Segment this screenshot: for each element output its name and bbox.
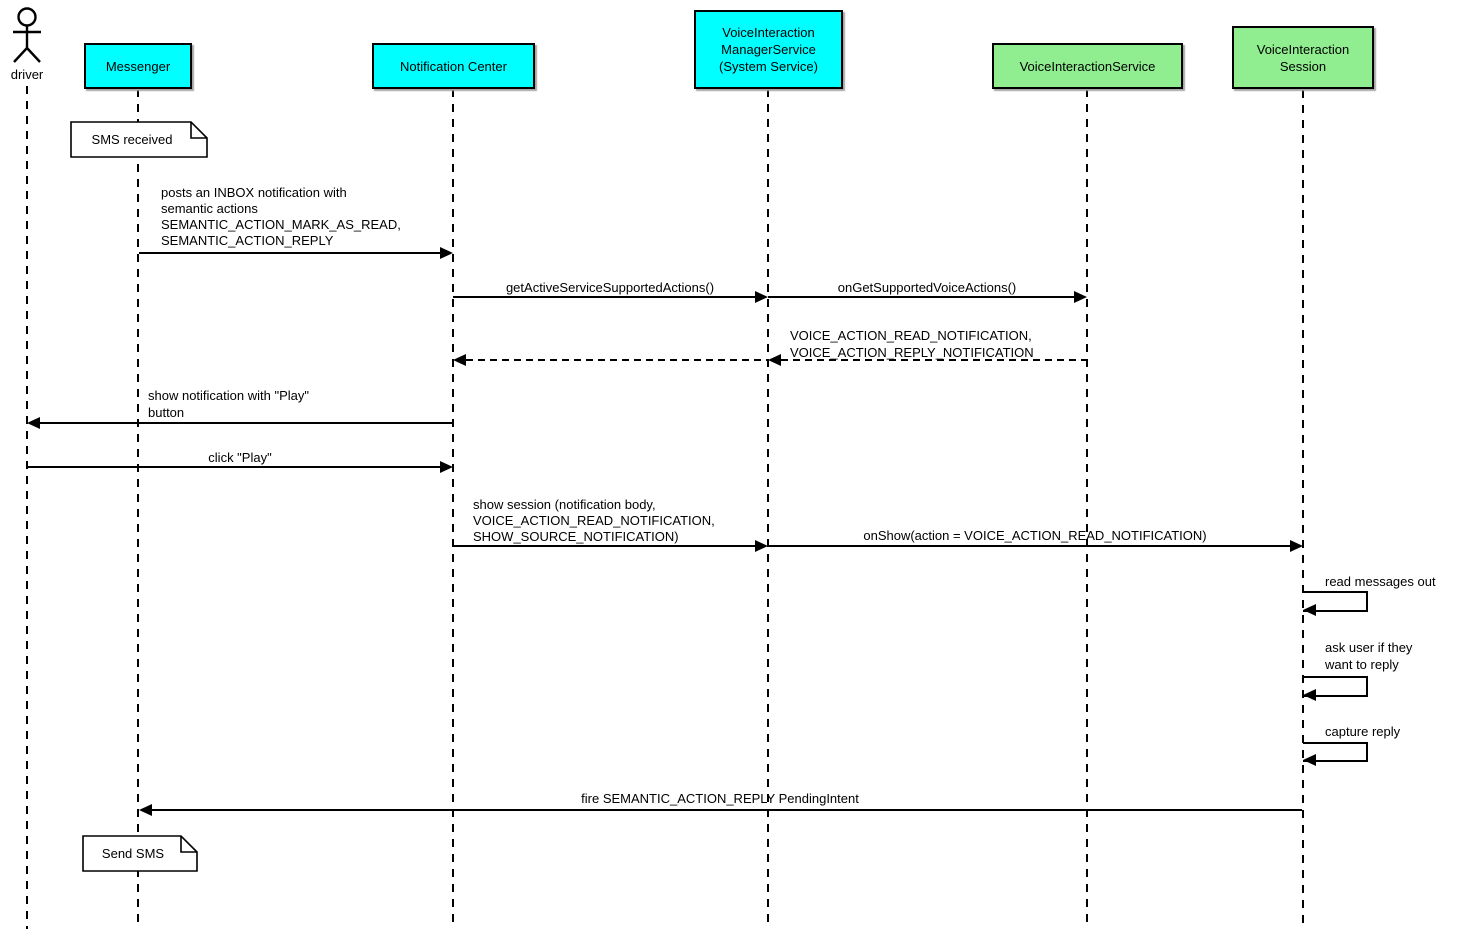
note-send-sms: Send SMS <box>82 835 198 872</box>
participant-notification-center: Notification Center <box>372 43 535 89</box>
msg-read-messages-arrowhead <box>1303 604 1316 616</box>
msg-on-get-actions-arrowhead <box>1074 291 1087 303</box>
msg-return-2-line <box>781 359 1087 361</box>
lifeline-vi-session <box>1302 90 1304 929</box>
msg-ask-user-label: ask user if they want to reply <box>1325 640 1413 672</box>
lifeline-notification-center <box>452 89 454 929</box>
msg-return-1-line <box>466 359 767 361</box>
msg-ask-user-arrowhead <box>1303 689 1316 701</box>
participant-notification-center-label: Notification Center <box>400 58 507 74</box>
msg-click-play-arrowhead <box>440 461 453 473</box>
note-sms-received-label: SMS received <box>91 132 173 147</box>
participant-messenger-label: Messenger <box>105 58 171 74</box>
msg-post-inbox-line <box>139 252 441 254</box>
msg-show-notification-arrowhead <box>27 417 40 429</box>
msg-post-inbox-label: posts an INBOX notification with semanti… <box>161 185 401 248</box>
msg-show-session-arrowhead <box>755 540 768 552</box>
msg-capture-reply-loop <box>1303 742 1368 762</box>
lifeline-driver <box>26 86 28 929</box>
msg-return-actions-label: VOICE_ACTION_READ_NOTIFICATION, VOICE_AC… <box>790 328 1034 360</box>
note-send-sms-label: Send SMS <box>101 846 165 861</box>
msg-click-play-label: click "Play" <box>208 450 272 465</box>
lifeline-manager-service <box>767 89 769 929</box>
actor-icon <box>13 7 41 63</box>
msg-get-actions-line <box>453 296 756 298</box>
msg-fire-reply-line <box>152 809 1302 811</box>
participant-vi-service-label: VoiceInteractionService <box>1019 58 1156 74</box>
participant-vi-service: VoiceInteractionService <box>992 43 1183 89</box>
msg-capture-reply-label: capture reply <box>1325 724 1401 739</box>
participant-vi-session: VoiceInteraction Session <box>1232 26 1374 89</box>
msg-read-messages-loop <box>1303 591 1368 612</box>
msg-on-show-arrowhead <box>1290 540 1303 552</box>
msg-on-get-actions-line <box>768 296 1075 298</box>
participant-messenger: Messenger <box>84 43 192 89</box>
msg-show-session-label: show session (notification body, VOICE_A… <box>473 497 715 544</box>
msg-on-get-actions-label: onGetSupportedVoiceActions() <box>837 280 1017 295</box>
msg-show-notification-line <box>40 422 452 424</box>
note-shape <box>70 121 208 158</box>
lifeline-vi-service <box>1086 89 1088 929</box>
msg-on-show-line <box>768 545 1290 547</box>
msg-post-inbox-arrowhead <box>440 247 453 259</box>
msg-return-1-arrowhead <box>453 354 466 366</box>
msg-get-actions-label: getActiveServiceSupportedActions() <box>505 280 715 295</box>
msg-ask-user-loop <box>1303 676 1368 697</box>
note-sms-received: SMS received <box>70 121 208 158</box>
note-shape <box>82 835 198 872</box>
msg-fire-reply-label: fire SEMANTIC_ACTION_REPLY PendingIntent <box>581 791 859 806</box>
msg-return-2-arrowhead <box>768 354 781 366</box>
lifeline-messenger <box>137 89 139 929</box>
msg-show-session-line <box>453 545 756 547</box>
msg-show-notification-label: show notification with "Play" button <box>148 388 309 420</box>
msg-read-messages-label: read messages out <box>1325 574 1436 589</box>
msg-capture-reply-arrowhead <box>1303 754 1316 766</box>
msg-fire-reply-arrowhead <box>139 804 152 816</box>
participant-manager-service: VoiceInteraction ManagerService (System … <box>694 10 843 89</box>
msg-click-play-line <box>27 466 440 468</box>
msg-get-actions-arrowhead <box>755 291 768 303</box>
actor-driver-label: driver <box>10 67 44 82</box>
msg-on-show-label: onShow(action = VOICE_ACTION_READ_NOTIFI… <box>863 528 1207 543</box>
